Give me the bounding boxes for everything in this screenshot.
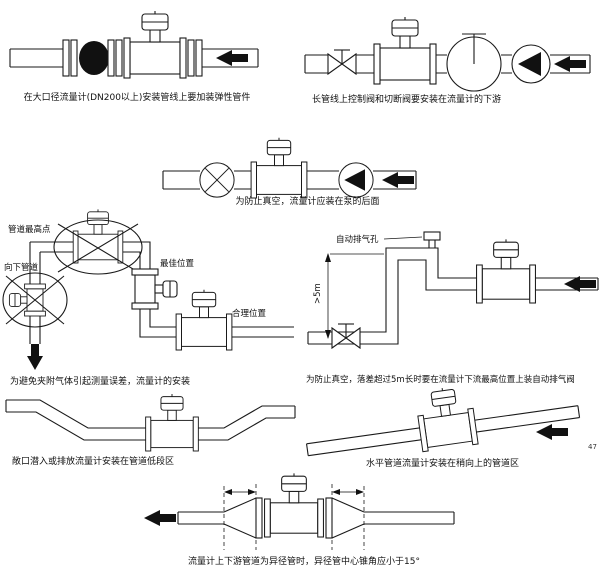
diagram-caption: 流量计上下游管道为异径管时，异径管中心锥角应小于15°	[188, 557, 420, 567]
diagram-rising-run-drawing	[306, 383, 581, 457]
diagram-gas-positions: 管道最高点 向下管道 最佳位置 合理位置 为避免夹附气体引起测量误差，流量计的安…	[2, 208, 304, 388]
flow-arrow-icon	[144, 510, 176, 526]
dim-arrow-icon	[325, 253, 331, 262]
dim-arrow-icon	[325, 330, 331, 339]
diagram-caption: 长管线上控制阀和切断阀要安装在流量计的下游	[312, 95, 502, 105]
flowmeter-best-icon	[131, 268, 178, 310]
diagram-elastic-fitting: 在大口径流量计(DN200以上)安装管线上要加装弹性管件	[8, 6, 266, 104]
label-auto-vent: 自动排气孔	[336, 234, 379, 245]
label-down-pipe: 向下管道	[4, 262, 39, 273]
diagram-low-section: 敞口潜入或排放流量计安装在管道低段区	[4, 392, 298, 468]
flowmeter-icon	[476, 238, 536, 304]
ball-valve-icon	[199, 162, 235, 198]
down-flow-arrow-icon	[27, 344, 43, 370]
flow-arrow-icon	[554, 56, 586, 72]
shutoff-valve-icon	[327, 49, 357, 75]
flowmeter-reasonable-icon	[175, 289, 233, 351]
reducer-cone-icon	[223, 497, 257, 539]
diagram-caption: 为防止真空，落差超过5m长时要在流量计下流最高位置上装自动排气阀	[306, 375, 575, 385]
prohibition-cross-icon	[5, 275, 65, 325]
pump-icon	[511, 44, 551, 84]
label-best-position: 最佳位置	[160, 258, 195, 269]
dim-arrow-icon	[356, 489, 364, 495]
flowmeter-icon	[145, 393, 199, 452]
diagram-valves-downstream: 长管线上控制阀和切断阀要安装在流量计的下游	[302, 4, 602, 106]
flowmeter-wrong-highpoint-icon	[72, 208, 124, 264]
dim-arrow-icon	[332, 489, 340, 495]
diagram-caption: 水平管道流量计安装在稍向上的管道区	[366, 459, 520, 469]
page-number: 47	[588, 443, 597, 451]
diagram-valves-downstream-drawing	[304, 16, 591, 92]
prohibition-cross-icon	[57, 223, 139, 273]
diagram-caption: 敞口潜入或排放流量计安装在管道低段区	[12, 457, 175, 467]
flowmeter-icon	[264, 472, 324, 538]
flowmeter-icon	[413, 383, 479, 453]
diagram-caption: 在大口径流量计(DN200以上)安装管线上要加装弹性管件	[23, 93, 251, 103]
flow-arrow-icon	[536, 424, 568, 440]
diagram-auto-vent-drawing: >5m 自动排气孔	[307, 231, 599, 349]
label-highest-point: 管道最高点	[8, 224, 51, 235]
diagram-low-section-drawing	[5, 393, 296, 452]
diagram-rising-run: 水平管道流量计安装在稍向上的管道区	[298, 383, 603, 470]
label-reasonable-position: 合理位置	[232, 308, 267, 319]
flow-arrow-icon	[216, 50, 248, 66]
diagram-caption: 为避免夹附气体引起测量误差，流量计的安装	[10, 377, 191, 387]
diagram-caption: 为防止真空，流量计应装在泵的后面	[235, 197, 380, 207]
elastic-joint-icon	[79, 41, 109, 75]
diagram-meter-after-pump-drawing	[162, 137, 417, 199]
pump-icon	[338, 162, 374, 198]
flowmeter-icon	[250, 137, 308, 199]
auto-vent-icon	[423, 231, 441, 241]
diagram-auto-vent: >5m 自动排气孔 为防止真空，落差超过5m长时要在流量计下流最高位置上装自动排…	[306, 226, 604, 386]
flowmeter-icon	[373, 16, 437, 85]
diagram-gas-positions-drawing: 管道最高点 向下管道 最佳位置 合理位置	[2, 208, 294, 370]
diagram-reducers-drawing	[144, 472, 455, 550]
label-drop-height: >5m	[313, 283, 323, 304]
dim-arrow-icon	[224, 489, 232, 495]
diagram-elastic-fitting-drawing	[9, 10, 259, 79]
diagram-meter-after-pump: 为防止真空，流量计应装在泵的后面	[160, 136, 455, 208]
flowmeter-icon	[123, 10, 187, 79]
diagram-reducers: 流量计上下游管道为异径管时，异径管中心锥角应小于15°	[124, 472, 484, 568]
reducer-cone-icon	[331, 497, 365, 539]
flowmeter-wrong-downpipe-icon	[8, 283, 46, 317]
dim-arrow-icon	[248, 489, 256, 495]
flow-arrow-icon	[382, 172, 414, 188]
